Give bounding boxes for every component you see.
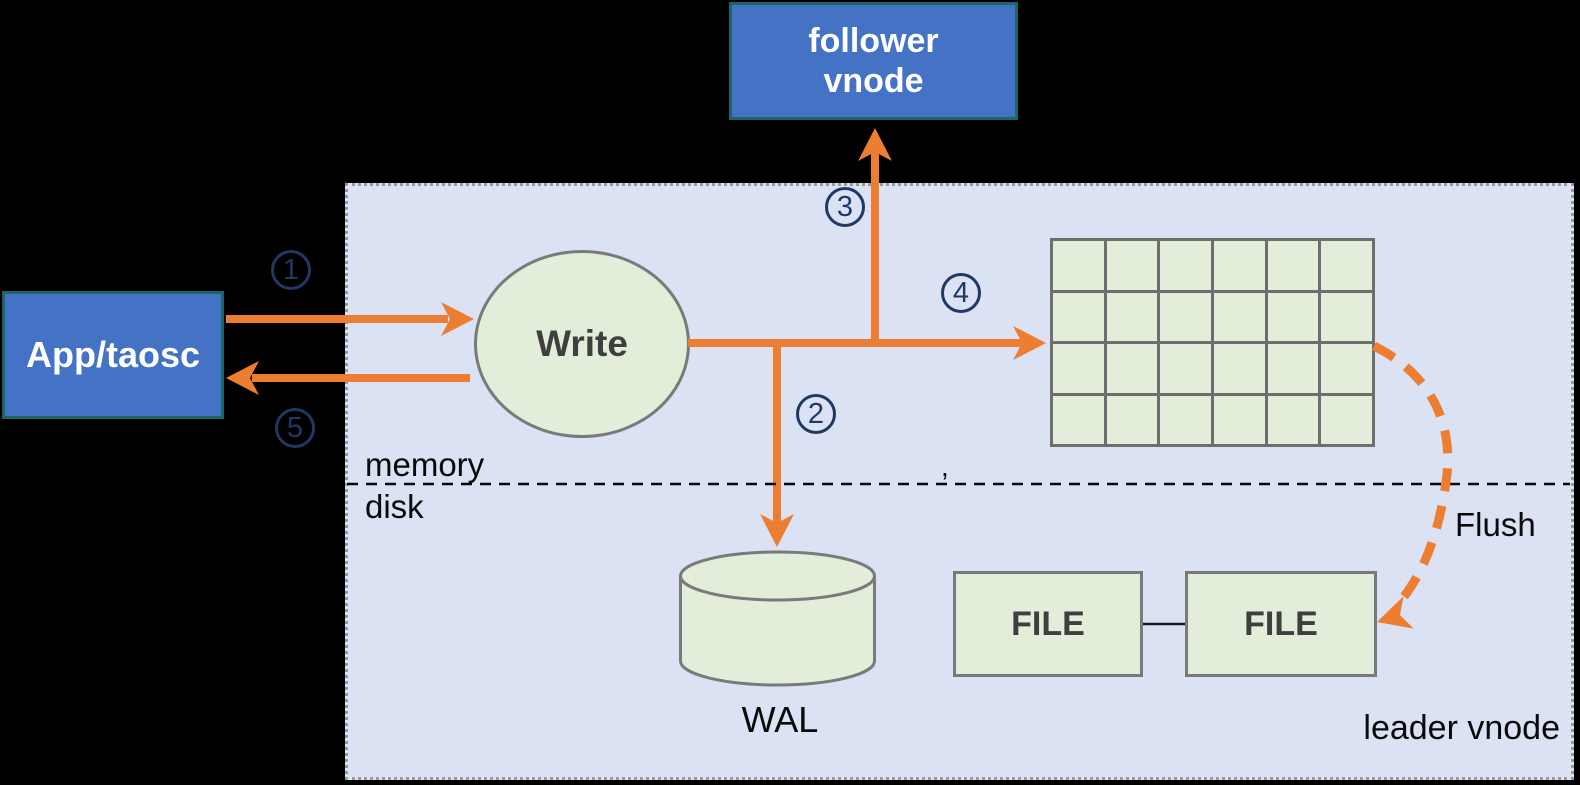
grid-cell xyxy=(1321,241,1372,290)
flush-label: Flush xyxy=(1455,506,1536,543)
grid-cell xyxy=(1321,395,1372,444)
step-4-num: 4 xyxy=(952,276,970,309)
memory-label: memory xyxy=(365,446,485,483)
grid-cell xyxy=(1106,344,1158,393)
step-1-num: 1 xyxy=(282,253,300,286)
arrow-3-head xyxy=(858,128,892,161)
follower-label-line2: vnode xyxy=(823,62,924,100)
grid-cell xyxy=(1160,395,1211,444)
step-badge-2: 2 xyxy=(796,394,836,434)
grid-cell xyxy=(1106,395,1158,444)
grid-cell xyxy=(1214,395,1265,444)
grid-cell xyxy=(1321,292,1372,341)
step-3-num: 3 xyxy=(836,190,854,223)
app-taosc-node: App/taosc xyxy=(2,291,224,419)
grid-cell xyxy=(1267,241,1319,290)
grid-cell xyxy=(1321,344,1372,393)
grid-cell xyxy=(1053,241,1104,290)
grid-cell xyxy=(1160,241,1211,290)
grid-cell xyxy=(1160,292,1211,341)
grid-cell xyxy=(1053,344,1104,393)
wal-label: WAL xyxy=(741,699,819,740)
leader-vnode-label: leader vnode xyxy=(1363,709,1560,747)
step-5-num: 5 xyxy=(286,411,304,444)
step-badge-5: 5 xyxy=(275,408,315,448)
cylinder-shape xyxy=(679,550,876,687)
grid-cell xyxy=(1106,292,1158,341)
wal-cylinder xyxy=(678,550,877,687)
grid-cell xyxy=(1053,395,1104,444)
grid-cell xyxy=(1267,395,1319,444)
step-badge-3: 3 xyxy=(825,187,865,227)
step-badge-1: 1 xyxy=(271,250,311,290)
grid-cell xyxy=(1053,292,1104,341)
grid-cell xyxy=(1214,241,1265,290)
step-badge-4: 4 xyxy=(941,273,981,313)
file-box-right: FILE xyxy=(1185,571,1377,677)
follower-vnode-node: follower vnode xyxy=(729,2,1018,120)
grid-cell xyxy=(1267,292,1319,341)
grid-cell xyxy=(1214,292,1265,341)
disk-label: disk xyxy=(365,488,424,525)
file-box-left: FILE xyxy=(953,571,1143,677)
file-right-label: FILE xyxy=(1244,604,1318,643)
grid-cell xyxy=(1106,241,1158,290)
step-2-num: 2 xyxy=(807,397,825,430)
app-taosc-label: App/taosc xyxy=(25,334,201,375)
grid-cell xyxy=(1267,344,1319,393)
mem-table xyxy=(1050,238,1375,447)
arrow-5-head xyxy=(226,361,259,395)
stray-mark: , xyxy=(941,451,949,482)
write-node: Write xyxy=(474,250,690,438)
file-left-label: FILE xyxy=(1011,604,1085,643)
follower-label-line1: follower xyxy=(808,22,939,60)
grid-cell xyxy=(1160,344,1211,393)
write-label: Write xyxy=(536,323,628,364)
grid-cell xyxy=(1214,344,1265,393)
